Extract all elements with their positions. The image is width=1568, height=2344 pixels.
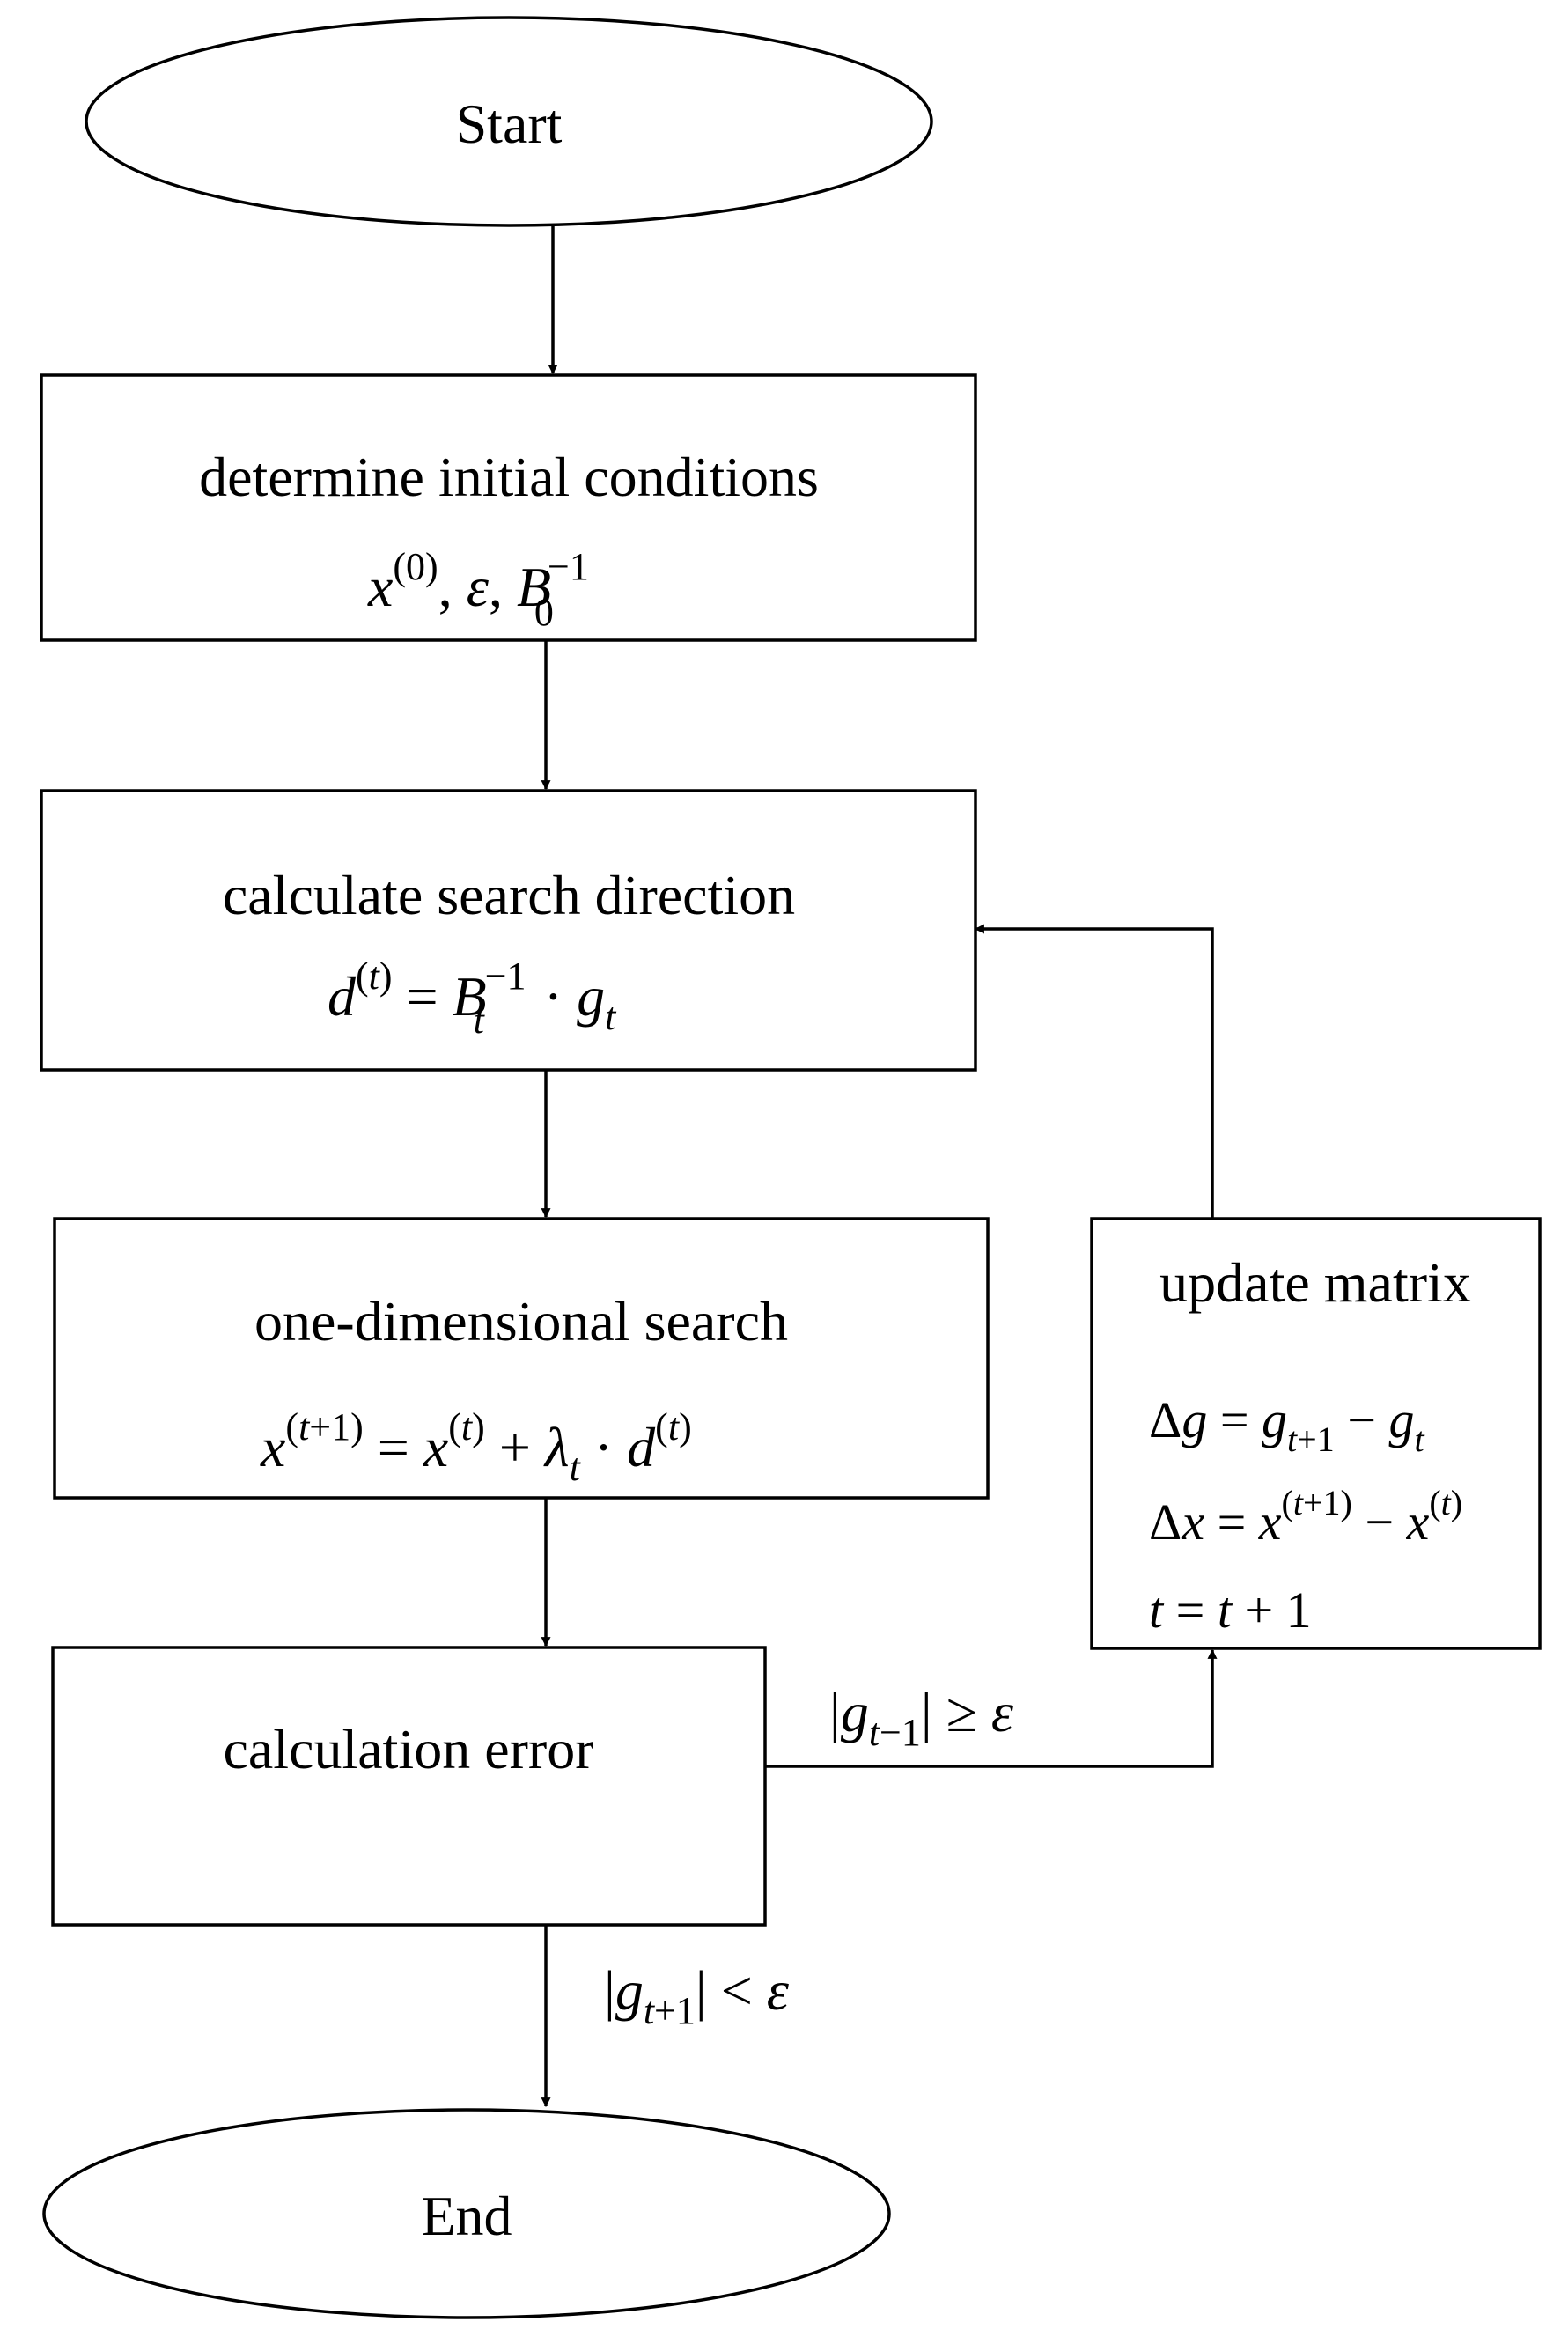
edges [541, 225, 1218, 2108]
search-label: one-dimensional search [254, 1290, 788, 1353]
edge-update-to-direction [974, 924, 1214, 1219]
stop-condition-label: |gt+1| < ε [604, 1959, 790, 2032]
error-node: calculation error [51, 1646, 767, 1927]
search-formula: x(t+1) = x(t) + λt · d(t) [260, 1405, 692, 1489]
end-label: End [421, 2185, 512, 2247]
search-node: one-dimensional search x(t+1) = x(t) + λ… [53, 1217, 990, 1500]
edge-error-to-update [765, 1648, 1218, 1768]
update-node: update matrix Δg = gt+1 − gt Δx = x(t+1)… [1090, 1217, 1542, 1650]
start-label: Start [456, 92, 563, 155]
svg-text:|gt−1| ≥ ε: |gt−1| ≥ ε [829, 1681, 1014, 1754]
end-node: End [42, 2108, 891, 2319]
update-formula-dx: Δx = x(t+1) − x(t) [1149, 1483, 1462, 1551]
svg-text:|gt+1| < ε: |gt+1| < ε [604, 1959, 790, 2032]
init-label: determine initial conditions [199, 446, 819, 508]
init-node: determine initial conditions x(0), ε, B−… [40, 373, 977, 642]
update-label: update matrix [1159, 1251, 1471, 1314]
continue-condition-label: |gt−1| ≥ ε [829, 1681, 1014, 1754]
direction-label: calculate search direction [223, 864, 795, 926]
update-formula-t: t = t + 1 [1149, 1581, 1312, 1639]
error-label: calculation error [223, 1718, 593, 1780]
start-node: Start [85, 16, 933, 227]
update-formula-dg: Δg = gt+1 − gt [1149, 1391, 1424, 1459]
